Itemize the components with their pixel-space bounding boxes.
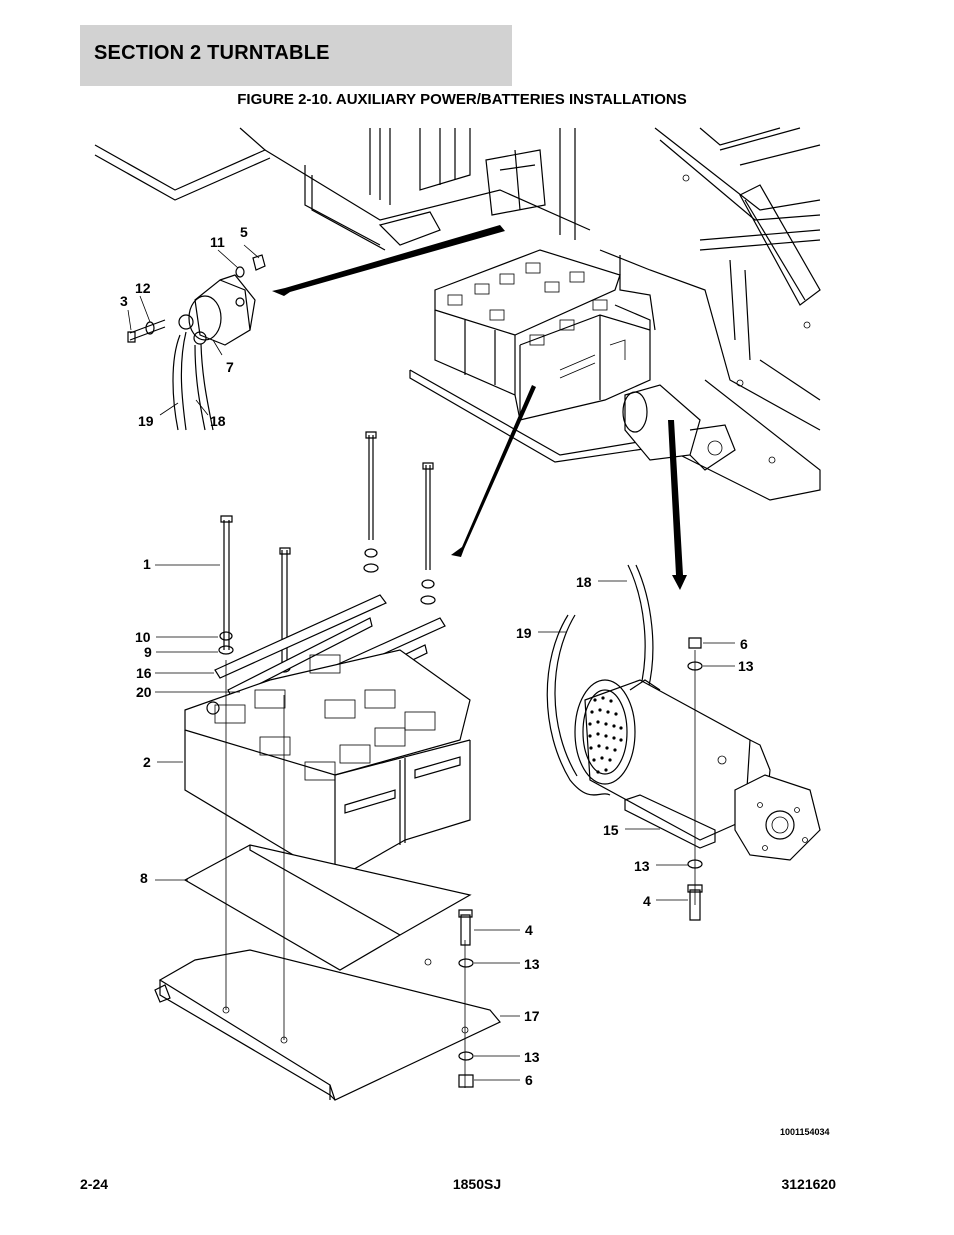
- callout-10: 10: [135, 629, 151, 645]
- callout-8: 8: [140, 870, 148, 886]
- figure-title: FIGURE 2-10. AUXILIARY POWER/BATTERIES I…: [237, 91, 687, 108]
- callout-17: 17: [524, 1008, 540, 1024]
- callout-13-tray-upper: 13: [524, 956, 540, 972]
- callout-18-solenoid: 18: [210, 413, 226, 429]
- callout-16: 16: [136, 665, 152, 681]
- callout-12: 12: [135, 280, 151, 296]
- callout-3: 3: [120, 293, 128, 309]
- document-number: 3121620: [781, 1176, 836, 1192]
- callout-2: 2: [143, 754, 151, 770]
- solenoid-detail: [127, 244, 266, 431]
- callout-19-motor: 19: [516, 625, 532, 641]
- callout-11: 11: [210, 234, 225, 250]
- callout-13-tray-lower: 13: [524, 1049, 540, 1065]
- drawing-number: 1001154034: [780, 1127, 830, 1137]
- callout-7: 7: [226, 359, 234, 375]
- page-number: 2-24: [80, 1176, 109, 1192]
- callout-labels: 5 11 12 3 7 19 18 1 10 9 16 20 2 8 4 13 …: [120, 224, 830, 1137]
- callout-20: 20: [136, 684, 152, 700]
- callout-5: 5: [240, 224, 248, 240]
- model-name: 1850SJ: [452, 1176, 502, 1192]
- callout-18-motor: 18: [576, 574, 592, 590]
- callout-6-tray: 6: [525, 1072, 533, 1088]
- aux-motor-detail: [538, 564, 821, 921]
- turntable-frame-drawing: [94, 127, 821, 501]
- battery-exploded-view: [154, 431, 520, 1101]
- callout-15: 15: [603, 822, 619, 838]
- callout-13-motor-upper: 13: [738, 658, 754, 674]
- callout-4-motor: 4: [643, 893, 651, 909]
- callout-1: 1: [143, 556, 151, 572]
- section-title: SECTION 2 TURNTABLE: [94, 42, 330, 64]
- callout-6-motor: 6: [740, 636, 748, 652]
- callout-9: 9: [144, 644, 152, 660]
- detail-arrows: [272, 225, 687, 590]
- callout-13-motor-lower: 13: [634, 858, 650, 874]
- callout-19-solenoid: 19: [138, 413, 154, 429]
- section-header-band: SECTION 2 TURNTABLE: [80, 25, 512, 86]
- callout-4-tray: 4: [525, 922, 533, 938]
